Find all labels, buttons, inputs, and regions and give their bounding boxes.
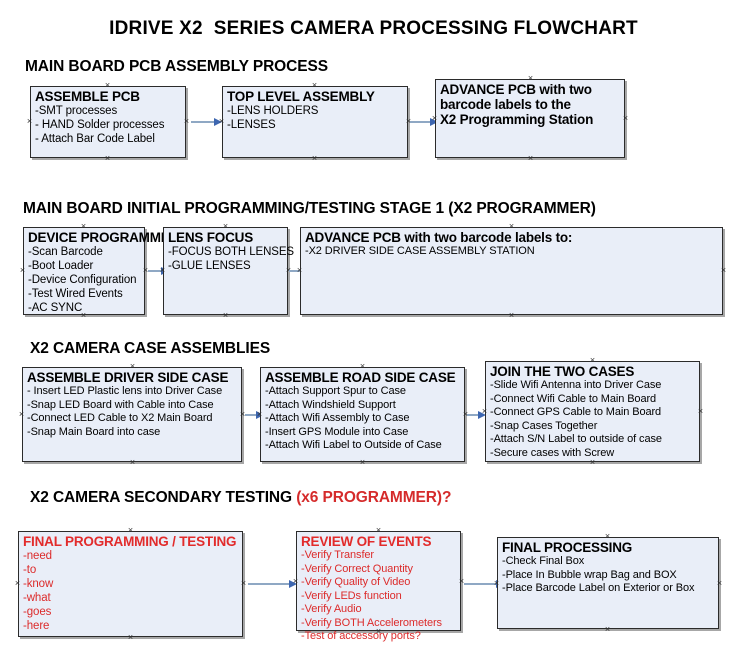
box-line: -Attach Wifi Assembly to Case (265, 412, 410, 424)
box-title: JOIN THE TWO CASES (490, 364, 635, 379)
connector-arrow (191, 118, 222, 126)
box-line: - HAND Solder processes (35, 119, 165, 131)
arrowhead-icon (430, 118, 438, 126)
box-line: -Connect Wifi Cable to Main Board (490, 392, 657, 405)
box-line-overflow: -Test of accessory ports? (301, 630, 421, 642)
box-line: -goes (23, 606, 52, 618)
section-heading-3: X2 CAMERA CASE ASSEMBLIES (30, 340, 271, 357)
arrowhead-icon (478, 411, 486, 419)
box-line: -Verify LEDs function (301, 589, 402, 602)
box-device-programming[interactable]: DEVICE PROGRAMMING -Scan Barcode -Boot L… (23, 227, 185, 315)
box-line: -Snap Main Board into case (27, 425, 161, 438)
box-line: -Verify Quality of Video (301, 576, 411, 588)
box-lens-focus[interactable]: LENS FOCUS -FOCUS BOTH LENSES -GLUE LENS… (163, 227, 294, 315)
box-title: ASSEMBLE ROAD SIDE CASE (265, 370, 456, 385)
box-line: -Snap LED Board with Cable into Case (27, 398, 214, 411)
box-line: -what (23, 592, 51, 604)
box-title: FINAL PROCESSING (502, 540, 633, 555)
section-heading-4-text: X2 CAMERA SECONDARY TESTING (30, 489, 297, 506)
box-line: -here (23, 620, 50, 632)
arrowhead-icon (289, 580, 297, 588)
box-line: -Test Wired Events (28, 288, 123, 300)
box-line: -Verify Transfer (301, 549, 374, 561)
box-advance-pcb-programming-station[interactable]: ADVANCE PCB with two barcode labels to t… (435, 79, 625, 158)
box-line: -Place In Bubble wrap Bag and BOX (502, 568, 677, 581)
section-heading-4-accent: (x6 PROGRAMMER)? (296, 489, 452, 506)
box-line: -know (23, 578, 54, 590)
box-title: REVIEW OF EVENTS (301, 534, 432, 549)
box-review-of-events[interactable]: REVIEW OF EVENTS -Verify Transfer -Verif… (296, 531, 461, 642)
box-top-level-assembly[interactable]: TOP LEVEL ASSEMBLY -LENS HOLDERS -LENSES (222, 86, 408, 158)
box-final-processing[interactable]: FINAL PROCESSING -Check Final Box -Place… (497, 537, 719, 629)
box-advance-pcb-driver-side-case[interactable]: ADVANCE PCB with two barcode labels to: … (300, 227, 723, 315)
section-heading-4: X2 CAMERA SECONDARY TESTING (x6 PROGRAMM… (30, 489, 451, 507)
box-line: -Secure cases with Screw (490, 446, 615, 459)
box-title: FINAL PROGRAMMING / TESTING (23, 534, 237, 549)
box-title: DEVICE PROGRAMMING (28, 230, 185, 245)
box-line: -Place Barcode Label on Exterior or Box (502, 582, 695, 594)
box-line: -Check Final Box (502, 555, 585, 567)
box-assemble-pcb[interactable]: ASSEMBLE PCB -SMT processes - HAND Solde… (30, 86, 186, 158)
box-line: -Insert GPS Module into Case (265, 425, 409, 438)
box-line: -Slide Wifi Antenna into Driver Case (490, 379, 662, 391)
box-line: -Snap Cases Together (490, 419, 598, 432)
box-line: -Connect LED Cable to X2 Main Board (27, 412, 213, 424)
connector-arrow (467, 411, 486, 419)
box-title: ASSEMBLE PCB (35, 89, 140, 104)
box-final-programming-testing[interactable]: FINAL PROGRAMMING / TESTING -need -to -k… (18, 531, 243, 637)
box-line: - Insert LED Plastic lens into Driver Ca… (27, 385, 223, 397)
box-line: -Scan Barcode (28, 246, 103, 258)
connector-arrow (245, 411, 264, 419)
connector-arrow (148, 267, 169, 275)
arrowhead-icon (214, 118, 222, 126)
box-line: -Verify Correct Quantity (301, 562, 413, 575)
box-line: - Attach Bar Code Label (35, 133, 155, 145)
box-title: ASSEMBLE DRIVER SIDE CASE (27, 370, 229, 385)
page-title: IDRIVE X2 SERIES CAMERA PROCESSING FLOWC… (109, 18, 638, 39)
box-title: ADVANCE PCB with two (440, 82, 592, 97)
connector-arrow (464, 580, 504, 588)
box-line: barcode labels to the (440, 97, 571, 112)
box-line: X2 Programming Station (440, 112, 594, 127)
box-line: -Attach S/N Label to outside of case (490, 433, 662, 445)
box-line: -Attach Windshield Support (265, 398, 396, 411)
box-join-the-two-cases[interactable]: JOIN THE TWO CASES -Slide Wifi Antenna i… (485, 361, 700, 462)
box-line: -need (23, 550, 52, 562)
connector-arrow (248, 580, 297, 588)
box-line: -SMT processes (35, 105, 118, 117)
connector-arrow (410, 118, 438, 126)
box-line: -Attach Wifi Label to Outside of Case (265, 439, 442, 451)
box-assemble-road-side-case[interactable]: ASSEMBLE ROAD SIDE CASE -Attach Support … (260, 367, 465, 462)
box-assemble-driver-side-case[interactable]: ASSEMBLE DRIVER SIDE CASE - Insert LED P… (22, 367, 242, 462)
box-line: -Verify BOTH Accelerometers (301, 616, 442, 629)
box-line: -Verify Audio (301, 603, 362, 615)
box-title: TOP LEVEL ASSEMBLY (227, 89, 375, 104)
box-title: ADVANCE PCB with two barcode labels to: (305, 230, 573, 245)
box-line: -GLUE LENSES (168, 260, 251, 272)
box-title: LENS FOCUS (168, 230, 254, 245)
box-line: -Connect GPS Cable to Main Board (490, 406, 662, 418)
section-heading-1: MAIN BOARD PCB ASSEMBLY PROCESS (25, 58, 328, 75)
box-line: -LENSES (227, 119, 276, 131)
box-line: -Attach Support Spur to Case (265, 385, 406, 397)
box-line: -FOCUS BOTH LENSES (168, 246, 294, 258)
box-line: -LENS HOLDERS (227, 105, 319, 117)
section-heading-2: MAIN BOARD INITIAL PROGRAMMING/TESTING S… (23, 200, 596, 217)
box-line: -Device Configuration (28, 274, 137, 286)
box-line: -to (23, 564, 37, 576)
box-line: -Boot Loader (28, 260, 94, 272)
box-line: -AC SYNC (28, 302, 83, 314)
box-line: -X2 DRIVER SIDE CASE ASSEMBLY STATION (305, 245, 535, 257)
